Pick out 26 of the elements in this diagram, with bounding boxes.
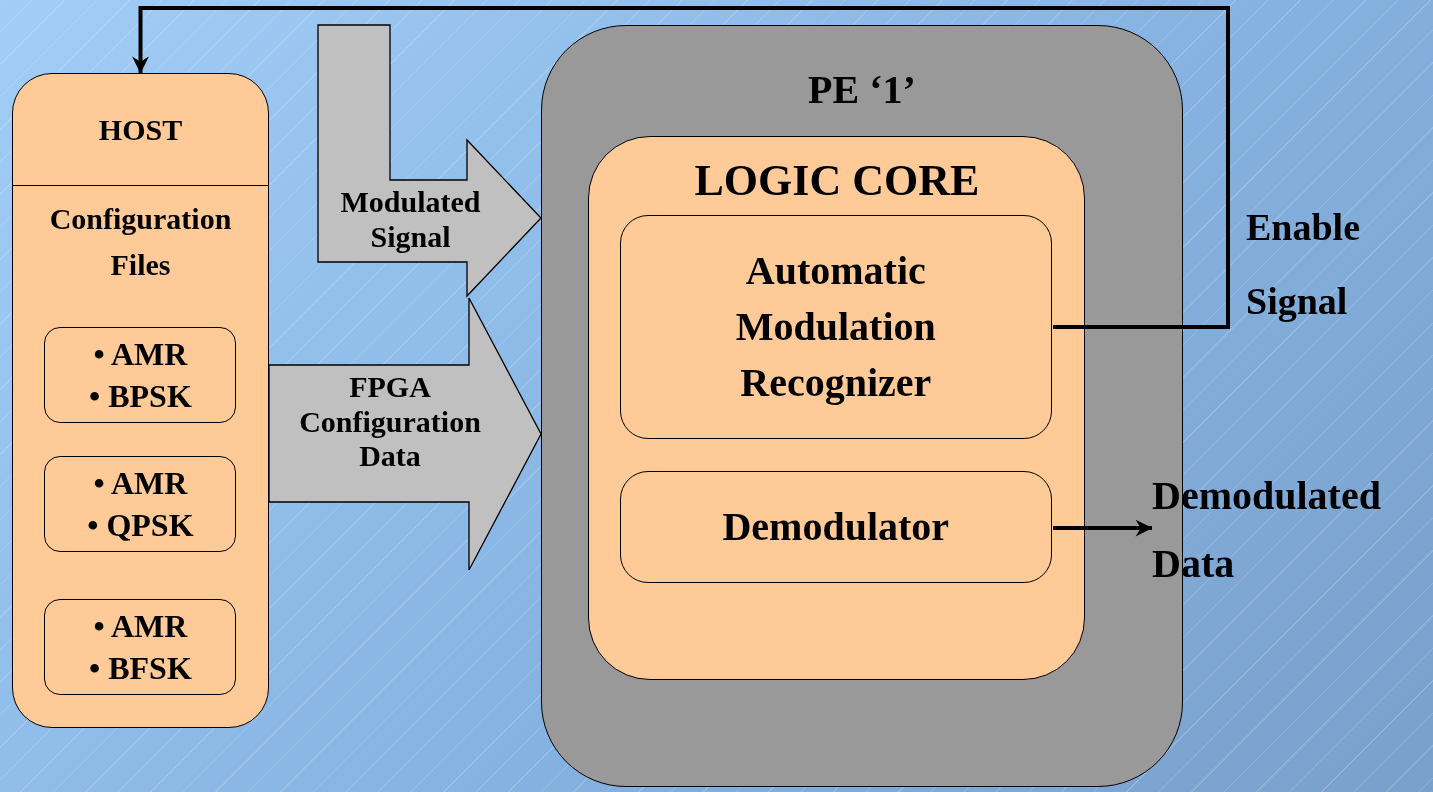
heading: HOST [13,74,268,186]
list-item: • AMR [93,464,188,504]
heading: LOGIC CORE [694,155,980,207]
module-box [619,214,1052,439]
list-item: • BFSK [89,649,192,689]
list-item: • QPSK [87,506,194,546]
logic-core-box [588,136,1086,681]
file-box [44,599,237,696]
file-box [44,327,237,424]
block-arrow [268,297,542,571]
list-item: • BPSK [89,377,192,417]
list-item: • AMR [93,607,188,647]
arrow [1053,519,1153,537]
block-arrow [317,24,542,298]
list-item: • AMR [93,335,188,375]
arrow [132,6,1230,329]
module-name: Demodulator [721,502,951,551]
section-title: Configuration Files [48,201,233,283]
module-name: Automatic Modulation Recognizer [734,246,937,407]
heading: PE ‘1’ [808,66,916,113]
file-box [44,456,237,553]
edge-label: FPGA Configuration Data [298,370,482,474]
edge-label: Enable Signal [1246,205,1362,324]
host-box [12,73,269,728]
module-box [619,470,1052,583]
edge-label: Modulated Signal [339,185,482,254]
